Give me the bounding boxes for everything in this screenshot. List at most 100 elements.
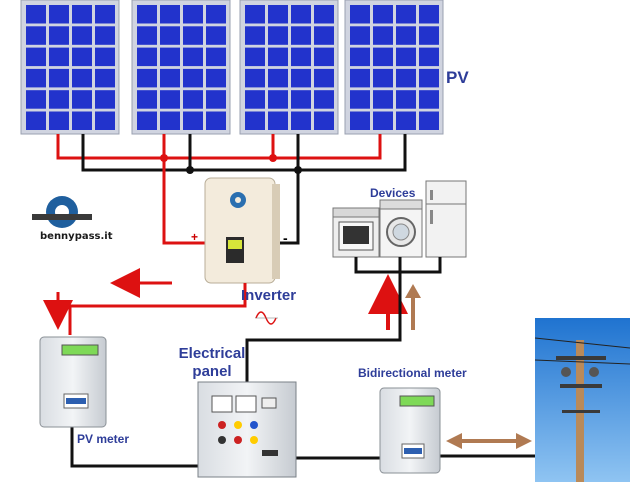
pv-cell bbox=[49, 68, 69, 88]
pv-cell bbox=[72, 26, 92, 45]
bidirectional-meter-label: Bidirectional meter bbox=[358, 366, 467, 380]
pv-cell bbox=[350, 90, 370, 109]
washing-machine-icon bbox=[379, 199, 423, 258]
pv-meter-device bbox=[39, 336, 107, 428]
pv-cell bbox=[206, 47, 226, 67]
pv-cell bbox=[419, 68, 439, 88]
pv-cell bbox=[350, 68, 370, 88]
main-wiring bbox=[70, 272, 535, 468]
pv-cell bbox=[350, 26, 370, 45]
pv-cell bbox=[350, 47, 370, 67]
pv-cell bbox=[245, 5, 265, 24]
oven-icon bbox=[332, 207, 380, 258]
device-wiring bbox=[354, 257, 442, 274]
electrical-panel-label-line1: Electrical bbox=[178, 345, 246, 362]
pv-cell bbox=[183, 111, 203, 130]
pv-cell bbox=[137, 26, 157, 45]
pv-cell bbox=[291, 26, 311, 45]
pv-panel-3 bbox=[239, 0, 339, 135]
pv-cell bbox=[373, 26, 393, 45]
pv-cell bbox=[396, 26, 416, 45]
electrical-panel-device bbox=[197, 381, 297, 478]
pv-cell bbox=[72, 90, 92, 109]
electrical-panel-label: Electrical panel bbox=[172, 345, 252, 381]
pv-cell bbox=[268, 111, 288, 130]
pv-cell bbox=[26, 90, 46, 109]
bidirectional-meter-device bbox=[379, 387, 441, 474]
pv-cell bbox=[373, 5, 393, 24]
pv-cell bbox=[245, 26, 265, 45]
inverter-label: Inverter bbox=[241, 287, 297, 304]
plus-terminal-label: + bbox=[191, 230, 199, 244]
pv-cell bbox=[373, 90, 393, 109]
pv-cell bbox=[137, 111, 157, 130]
pv-cell bbox=[183, 47, 203, 67]
pv-cell bbox=[160, 26, 180, 45]
pv-cell bbox=[95, 5, 115, 24]
pv-cell bbox=[314, 68, 334, 88]
pv-cell bbox=[72, 5, 92, 24]
pv-cell bbox=[268, 26, 288, 45]
pv-cell bbox=[95, 111, 115, 130]
pv-cell bbox=[206, 68, 226, 88]
pv-cell bbox=[314, 47, 334, 67]
pv-cell bbox=[314, 5, 334, 24]
pv-label: PV bbox=[446, 68, 469, 87]
pv-cell bbox=[26, 111, 46, 130]
pv-cell bbox=[183, 26, 203, 45]
pv-cell bbox=[419, 111, 439, 130]
pv-cell bbox=[206, 26, 226, 45]
pv-cell bbox=[137, 68, 157, 88]
pv-cell bbox=[419, 90, 439, 109]
pv-cell bbox=[268, 47, 288, 67]
pv-cell bbox=[396, 5, 416, 24]
pv-cell bbox=[72, 111, 92, 130]
pv-cell bbox=[268, 68, 288, 88]
pv-cell bbox=[26, 68, 46, 88]
pv-cell bbox=[350, 111, 370, 130]
pv-cell bbox=[95, 90, 115, 109]
pv-cell bbox=[183, 90, 203, 109]
pv-cell bbox=[160, 90, 180, 109]
utility-pole-icon bbox=[534, 318, 630, 482]
pv-cell bbox=[373, 111, 393, 130]
pv-cell bbox=[95, 26, 115, 45]
pv-cell bbox=[137, 90, 157, 109]
pv-cell bbox=[160, 111, 180, 130]
pv-cell bbox=[373, 68, 393, 88]
pv-cell bbox=[49, 111, 69, 130]
pv-cell bbox=[137, 5, 157, 24]
pv-cell bbox=[396, 47, 416, 67]
pv-panel-4 bbox=[344, 0, 444, 135]
pv-cell bbox=[160, 47, 180, 67]
pv-cell bbox=[49, 5, 69, 24]
pv-cell bbox=[160, 68, 180, 88]
pv-cell bbox=[49, 26, 69, 45]
pv-cell bbox=[291, 5, 311, 24]
pv-cell bbox=[291, 111, 311, 130]
wire-junctions bbox=[160, 154, 302, 174]
pv-cell bbox=[72, 68, 92, 88]
minus-terminal-label: - bbox=[283, 230, 288, 246]
pv-cell bbox=[95, 68, 115, 88]
devices-label: Devices bbox=[370, 186, 416, 200]
pv-cell bbox=[206, 111, 226, 130]
pv-cell bbox=[419, 26, 439, 45]
pv-cell bbox=[396, 68, 416, 88]
pv-cell bbox=[26, 5, 46, 24]
pv-cell bbox=[245, 47, 265, 67]
pv-cell bbox=[291, 47, 311, 67]
pv-cell bbox=[245, 90, 265, 109]
pv-cell bbox=[314, 90, 334, 109]
pv-cell bbox=[26, 26, 46, 45]
pv-cell bbox=[206, 90, 226, 109]
pv-panel-2 bbox=[131, 0, 231, 135]
pv-cell bbox=[291, 90, 311, 109]
pv-cell bbox=[26, 47, 46, 67]
electrical-panel-label-line2: panel bbox=[192, 363, 232, 380]
grid-exchange-arrow bbox=[446, 433, 532, 449]
pv-cell bbox=[245, 111, 265, 130]
pv-cell bbox=[137, 47, 157, 67]
pv-cell bbox=[419, 47, 439, 67]
flow-arrow-up-brown bbox=[405, 284, 421, 330]
